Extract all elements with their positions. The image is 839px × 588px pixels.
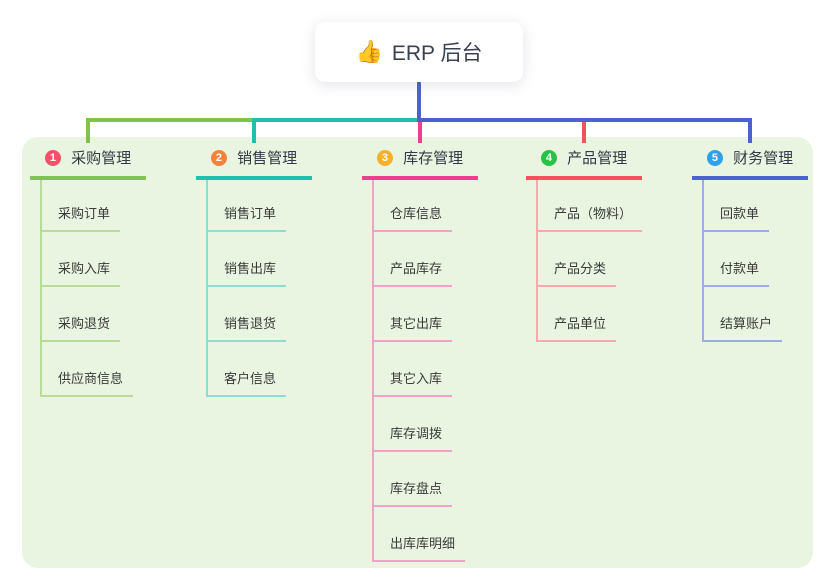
child-node-4-2[interactable]: 产品分类	[536, 260, 617, 287]
child-node-4-3[interactable]: 产品单位	[536, 315, 617, 342]
branch-children-line-5	[702, 180, 704, 342]
child-node-3-7[interactable]: 出库库明细	[372, 535, 466, 562]
branch-children-line-4	[536, 180, 538, 342]
child-node-3-4[interactable]: 其它入库	[372, 370, 453, 397]
branch-drop-1	[86, 118, 90, 143]
branch-children-line-3	[372, 180, 374, 562]
child-node-5-1[interactable]: 回款单	[702, 205, 770, 232]
child-node-label: 出库库明细	[390, 536, 456, 551]
child-node-label: 客户信息	[224, 371, 277, 386]
branch-topic-2[interactable]: 2 销售管理	[196, 148, 312, 180]
thumbs-up-icon: 👍	[355, 39, 383, 64]
child-node-label: 产品单位	[554, 316, 607, 331]
branch-drop-3	[418, 118, 422, 143]
child-node-2-3[interactable]: 销售退货	[206, 315, 287, 342]
bus-segment-2	[252, 118, 421, 122]
branch-topic-label: 采购管理	[71, 150, 132, 167]
child-node-1-4[interactable]: 供应商信息	[40, 370, 134, 397]
child-node-2-4[interactable]: 客户信息	[206, 370, 287, 397]
bus-segment-3	[417, 118, 751, 122]
child-node-3-6[interactable]: 库存盘点	[372, 480, 453, 507]
branch-topic-label: 库存管理	[403, 150, 464, 167]
branch-topic-4[interactable]: 4 产品管理	[526, 148, 642, 180]
branch-drop-5	[748, 118, 752, 143]
child-node-label: 回款单	[720, 206, 760, 221]
branch-drop-2	[252, 118, 256, 143]
child-node-label: 仓库信息	[390, 206, 443, 221]
root-node[interactable]: 👍 ERP 后台	[315, 22, 523, 82]
child-node-label: 其它出库	[390, 316, 443, 331]
child-node-2-2[interactable]: 销售出库	[206, 260, 287, 287]
child-node-label: 产品分类	[554, 261, 607, 276]
root-node-label: ERP 后台	[391, 42, 483, 65]
child-node-label: 付款单	[720, 261, 760, 276]
branch-number-badge: 5	[706, 150, 723, 166]
child-node-3-1[interactable]: 仓库信息	[372, 205, 453, 232]
child-node-5-3[interactable]: 结算账户	[702, 315, 783, 342]
child-node-1-2[interactable]: 采购入库	[40, 260, 121, 287]
child-node-label: 其它入库	[390, 371, 443, 386]
branch-children-line-2	[206, 180, 208, 397]
child-node-label: 库存调拨	[390, 426, 443, 441]
child-node-label: 产品库存	[390, 261, 443, 276]
branch-topic-5[interactable]: 5 财务管理	[692, 148, 808, 180]
branch-number-badge: 1	[44, 150, 61, 166]
root-connector-line	[417, 82, 421, 122]
child-node-3-5[interactable]: 库存调拨	[372, 425, 453, 452]
child-node-3-2[interactable]: 产品库存	[372, 260, 453, 287]
branch-topic-label: 销售管理	[237, 150, 298, 167]
child-node-label: 采购退货	[58, 316, 111, 331]
child-node-label: 销售退货	[224, 316, 277, 331]
branch-number-badge: 4	[540, 150, 557, 166]
child-node-label: 结算账户	[720, 316, 773, 331]
child-node-4-1[interactable]: 产品（物料）	[536, 205, 643, 232]
branch-topic-1[interactable]: 1 采购管理	[30, 148, 146, 180]
branch-number-badge: 3	[376, 150, 393, 166]
child-node-1-3[interactable]: 采购退货	[40, 315, 121, 342]
branch-topic-label: 财务管理	[733, 150, 794, 167]
child-node-3-3[interactable]: 其它出库	[372, 315, 453, 342]
child-node-label: 采购订单	[58, 206, 111, 221]
child-node-label: 产品（物料）	[554, 206, 633, 221]
branch-drop-4	[582, 118, 586, 143]
child-node-label: 销售出库	[224, 261, 277, 276]
branch-topic-3[interactable]: 3 库存管理	[362, 148, 478, 180]
branch-children-line-1	[40, 180, 42, 397]
child-node-5-2[interactable]: 付款单	[702, 260, 770, 287]
branch-topic-label: 产品管理	[567, 150, 628, 167]
child-node-label: 库存盘点	[390, 481, 443, 496]
child-node-label: 销售订单	[224, 206, 277, 221]
bus-segment-1	[86, 118, 254, 122]
child-node-label: 供应商信息	[58, 371, 124, 386]
child-node-label: 采购入库	[58, 261, 111, 276]
mindmap-panel	[22, 137, 813, 568]
child-node-1-1[interactable]: 采购订单	[40, 205, 121, 232]
branch-number-badge: 2	[210, 150, 227, 166]
child-node-2-1[interactable]: 销售订单	[206, 205, 287, 232]
